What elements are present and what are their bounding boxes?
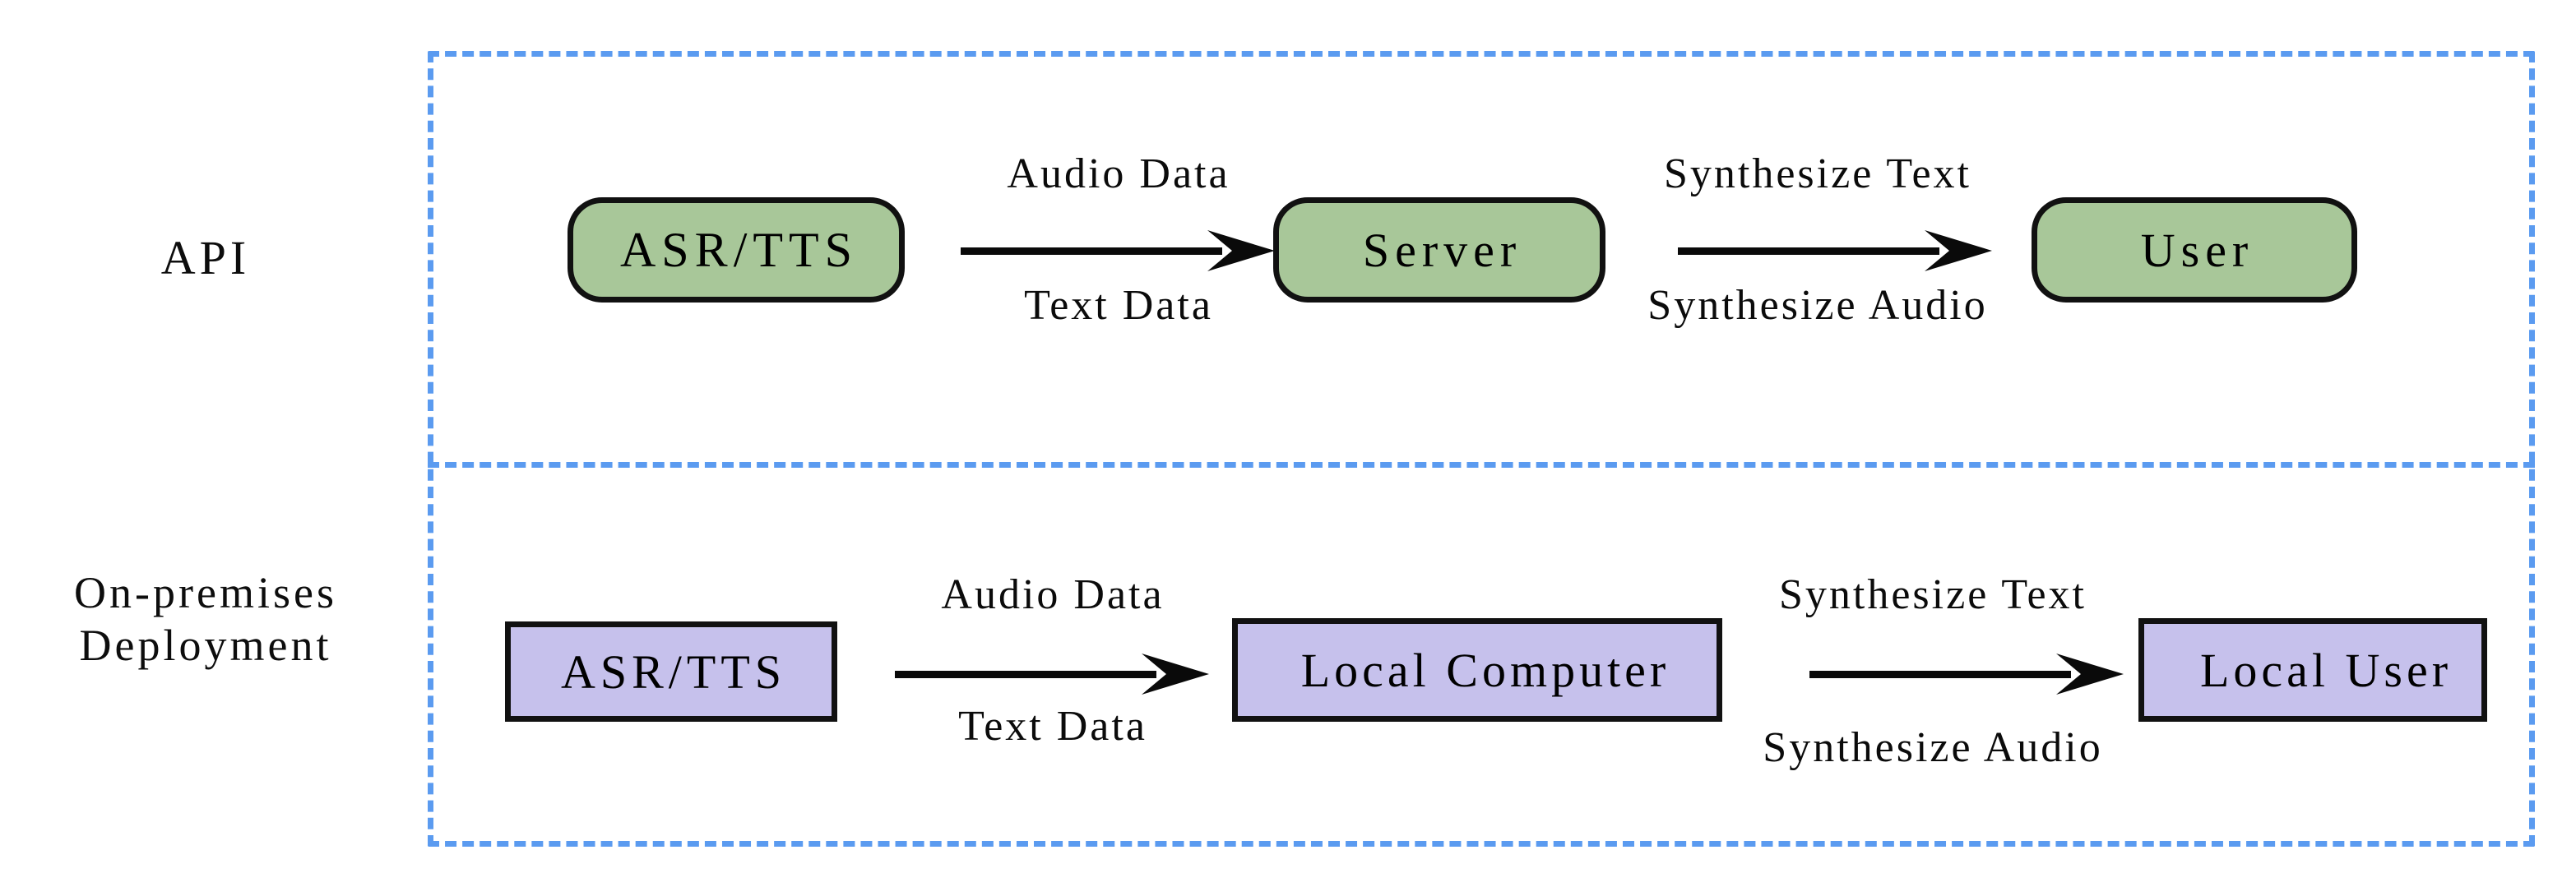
node-onprem-local-user[interactable]: Local User (2138, 618, 2487, 722)
dashed-container-border (428, 51, 2535, 847)
node-onprem-asr-tts-label: ASR/TTS (560, 644, 787, 699)
section-label-on-premises: On-premises Deployment (74, 568, 337, 670)
node-api-server[interactable]: Server (1273, 197, 1605, 303)
node-onprem-local-computer-label: Local Computer (1300, 643, 1670, 697)
edge-label-onprem-2-bottom: Synthesize Audio (1763, 724, 2103, 771)
node-onprem-local-user-label: Local User (2199, 643, 2453, 697)
node-api-server-label: Server (1362, 223, 1522, 277)
arrow-api-asrtts-to-server (961, 226, 1275, 275)
edge-label-onprem-1-bottom: Text Data (958, 703, 1147, 750)
node-onprem-asr-tts[interactable]: ASR/TTS (505, 621, 837, 722)
edge-label-onprem-2-top: Synthesize Text (1778, 571, 2087, 618)
edge-label-api-2-top: Synthesize Text (1663, 150, 1971, 197)
node-api-asr-tts-label: ASR/TTS (619, 222, 859, 277)
node-api-asr-tts[interactable]: ASR/TTS (568, 197, 905, 303)
arrow-api-server-to-user (1678, 226, 1992, 275)
dashed-section-divider (428, 462, 2535, 468)
node-api-user-label: User (2140, 223, 2254, 277)
edge-label-api-1-top: Audio Data (1007, 150, 1230, 197)
edge-label-onprem-1-top: Audio Data (941, 571, 1165, 618)
edge-label-api-2-bottom: Synthesize Audio (1647, 282, 1988, 329)
section-label-api: API (160, 231, 251, 284)
node-onprem-local-computer[interactable]: Local Computer (1232, 618, 1722, 722)
arrow-onprem-computer-to-user (1809, 649, 2124, 699)
arrow-onprem-asrtts-to-computer (895, 649, 1209, 699)
edge-label-api-1-bottom: Text Data (1024, 282, 1213, 329)
node-api-user[interactable]: User (2032, 197, 2357, 303)
